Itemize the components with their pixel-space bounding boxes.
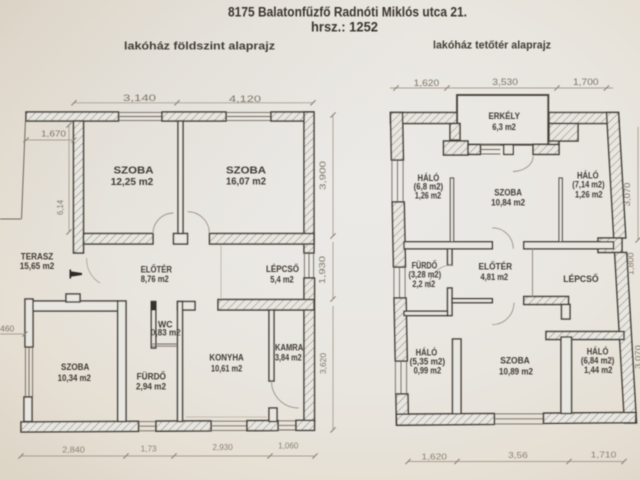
- svg-text:SZOBA: SZOBA: [494, 188, 522, 199]
- svg-text:1,620: 1,620: [414, 78, 440, 88]
- svg-text:460: 460: [0, 325, 14, 334]
- svg-text:ELŐTÉR: ELŐTÉR: [479, 261, 513, 273]
- svg-text:(5,35 m2): (5,35 m2): [410, 357, 446, 367]
- svg-text:5,4 m2: 5,4 m2: [270, 274, 294, 284]
- svg-text:10,84 m2: 10,84 m2: [491, 197, 525, 207]
- svg-text:SZOBA: SZOBA: [500, 355, 530, 366]
- svg-text:(3,28 m2): (3,28 m2): [409, 269, 442, 279]
- svg-text:1,800: 1,800: [626, 252, 636, 275]
- svg-text:1,73: 1,73: [141, 444, 157, 454]
- svg-text:10,89 m2: 10,89 m2: [499, 366, 533, 376]
- svg-text:1,930: 1,930: [317, 256, 327, 284]
- svg-text:4,81 m2: 4,81 m2: [481, 272, 509, 282]
- svg-text:2,840: 2,840: [62, 445, 85, 455]
- svg-text:(6,84 m2): (6,84 m2): [581, 356, 614, 366]
- svg-text:1,710: 1,710: [591, 449, 617, 459]
- svg-text:1,670: 1,670: [41, 129, 66, 139]
- svg-text:HÁLÓ: HÁLÓ: [418, 172, 440, 183]
- svg-text:6,14: 6,14: [55, 200, 65, 215]
- svg-text:3,070: 3,070: [622, 182, 632, 206]
- svg-text:4,120: 4,120: [229, 94, 261, 104]
- svg-text:(6,8 m2): (6,8 m2): [414, 182, 444, 192]
- svg-text:16,07 m2: 16,07 m2: [226, 177, 266, 188]
- svg-text:12,25 m2: 12,25 m2: [111, 177, 154, 188]
- svg-text:1,060: 1,060: [278, 441, 299, 451]
- svg-text:TERASZ: TERASZ: [21, 251, 54, 262]
- svg-text:LÉPCSŐ: LÉPCSŐ: [266, 263, 299, 274]
- svg-text:3,84 m2: 3,84 m2: [275, 353, 302, 363]
- svg-text:2,2 m2: 2,2 m2: [412, 279, 435, 289]
- svg-text:3,070: 3,070: [633, 345, 640, 369]
- svg-text:hrsz.: 1252: hrsz.: 1252: [311, 20, 378, 35]
- svg-text:HÁLÓ: HÁLÓ: [577, 170, 599, 181]
- svg-text:1,26 m2: 1,26 m2: [575, 190, 603, 200]
- svg-text:10,61 m2: 10,61 m2: [211, 364, 242, 374]
- svg-text:KAMRA: KAMRA: [275, 342, 303, 353]
- svg-text:ERKÉLY: ERKÉLY: [488, 110, 520, 122]
- svg-text:SZOBA: SZOBA: [61, 362, 90, 372]
- svg-text:0,83 m2: 0,83 m2: [151, 328, 181, 338]
- svg-text:SZOBA: SZOBA: [114, 166, 155, 177]
- svg-text:2,94 m2: 2,94 m2: [136, 382, 166, 392]
- svg-text:WC: WC: [158, 319, 173, 330]
- svg-text:FÜRDŐ: FÜRDŐ: [412, 259, 438, 270]
- svg-text:KONYHA: KONYHA: [209, 352, 244, 363]
- svg-text:1,44 m2: 1,44 m2: [584, 365, 612, 375]
- svg-text:10,34 m2: 10,34 m2: [58, 373, 91, 383]
- svg-text:3,530: 3,530: [492, 77, 518, 87]
- svg-text:1,620: 1,620: [421, 451, 447, 461]
- svg-text:ELŐTÉR: ELŐTÉR: [141, 264, 172, 275]
- svg-text:15,65 m2: 15,65 m2: [20, 261, 55, 271]
- svg-text:0,99 m2: 0,99 m2: [414, 366, 442, 376]
- svg-text:LÉPCSŐ: LÉPCSŐ: [563, 273, 599, 285]
- svg-text:1,26 m2: 1,26 m2: [415, 190, 441, 200]
- svg-text:3,140: 3,140: [123, 93, 156, 103]
- svg-text:lakóház tetőtér alaprajz: lakóház tetőtér alaprajz: [433, 40, 552, 52]
- svg-text:6,3 m2: 6,3 m2: [492, 122, 516, 132]
- svg-text:HÁLÓ: HÁLÓ: [416, 347, 438, 358]
- svg-text:FÜRDŐ: FÜRDŐ: [137, 371, 166, 382]
- svg-text:3,56: 3,56: [508, 450, 528, 460]
- svg-text:8,76 m2: 8,76 m2: [141, 274, 169, 284]
- svg-text:8175 Balatonfűzfő Radnóti Mikl: 8175 Balatonfűzfő Radnóti Miklós utca 21…: [228, 5, 467, 20]
- svg-text:(7,14 m2): (7,14 m2): [572, 180, 604, 190]
- svg-text:3,900: 3,900: [318, 161, 328, 190]
- svg-text:lakóház földszint alaprajz: lakóház földszint alaprajz: [124, 41, 276, 53]
- svg-text:1,700: 1,700: [573, 77, 599, 87]
- svg-text:HÁLÓ: HÁLÓ: [587, 346, 609, 357]
- svg-text:2,930: 2,930: [212, 442, 233, 452]
- svg-text:3,620: 3,620: [318, 353, 328, 374]
- svg-text:SZOBA: SZOBA: [226, 166, 267, 177]
